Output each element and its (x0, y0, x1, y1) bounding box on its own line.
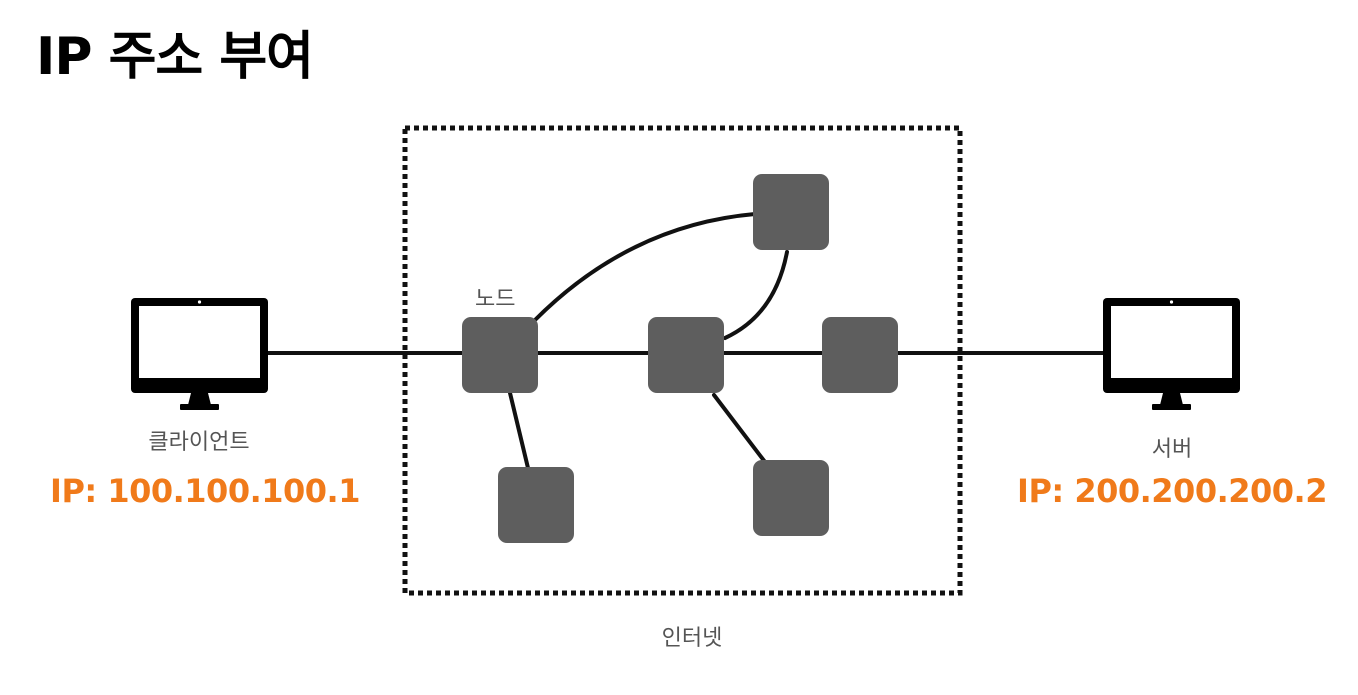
internet-boundary (402, 125, 963, 596)
arc-link-right (723, 250, 789, 340)
link-down-left (508, 391, 530, 470)
node-label: 노드 (475, 287, 516, 312)
server-ip: IP: 200.200.200.2 (1017, 472, 1327, 510)
internet-label: 인터넷 (661, 626, 723, 651)
client-ip: IP: 100.100.100.1 (50, 472, 360, 510)
node-center (648, 317, 724, 393)
link-down-right (712, 393, 767, 464)
node-entry (462, 317, 538, 393)
node-bottom-left (498, 467, 574, 543)
arc-link-top (533, 212, 757, 322)
client-label: 클라이언트 (148, 430, 250, 455)
page-title: IP 주소 부여 (36, 27, 314, 87)
node-exit (822, 317, 898, 393)
client-monitor-icon (131, 298, 268, 410)
node-bottom-right (753, 460, 829, 536)
server-monitor-icon (1103, 298, 1240, 410)
network-nodes (462, 174, 898, 543)
node-top (753, 174, 829, 250)
server-label: 서버 (1151, 437, 1193, 462)
